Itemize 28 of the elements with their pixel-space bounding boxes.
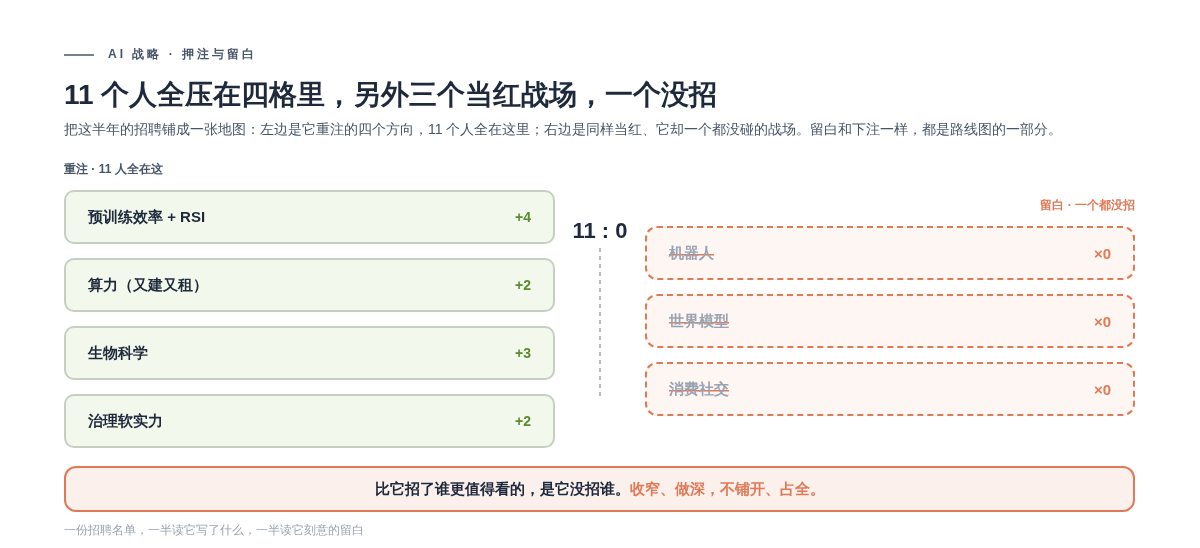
dashed-card [645, 294, 1135, 348]
card [64, 326, 555, 380]
topic-name: 预训练效率 + RSI [88, 207, 206, 227]
count: +3 [515, 345, 531, 361]
callout-box [64, 466, 1135, 512]
dashed-card [645, 226, 1135, 280]
card [64, 394, 555, 448]
footnote: 一份招聘名单，一半读它写了什么，一半读它刻意的留白 [64, 522, 365, 539]
score: 11 : 0 [571, 218, 629, 244]
section-heading: 重注 · 11 人全在这 [64, 161, 164, 178]
kicker: AI 战略 · 押注与留白 [108, 46, 258, 63]
section-heading: 留白 · 一个都没招 [1039, 197, 1135, 214]
topic-name: 生物科学 [88, 343, 148, 363]
count: ×0 [1093, 380, 1111, 398]
card [64, 258, 555, 312]
count: +4 [515, 209, 531, 225]
count: ×0 [1093, 312, 1111, 330]
count: ×0 [1093, 244, 1111, 262]
count: +2 [515, 277, 531, 293]
callout-highlight: 收窄、做深，不铺开、占全。 [629, 479, 825, 499]
card [64, 190, 555, 244]
title: 11 个人全压在四格里，另外三个当红战场，一个没招 [64, 78, 719, 112]
topic-name: 算力（又建又租） [88, 275, 208, 295]
dashed-card [645, 362, 1135, 416]
subtitle: 把这半年的招聘铺成一张地图：左边是它重注的四个方向，11 个人全在这里；右边是同样当红、它却一个都没碰的战场。留白和下注一样，都是路线图的一部分。 [64, 121, 1064, 139]
topic-name: 治理软实力 [88, 411, 163, 431]
count: +2 [515, 413, 531, 429]
callout-text: 比它招了谁更值得看的，是它没招谁。 [374, 479, 630, 499]
